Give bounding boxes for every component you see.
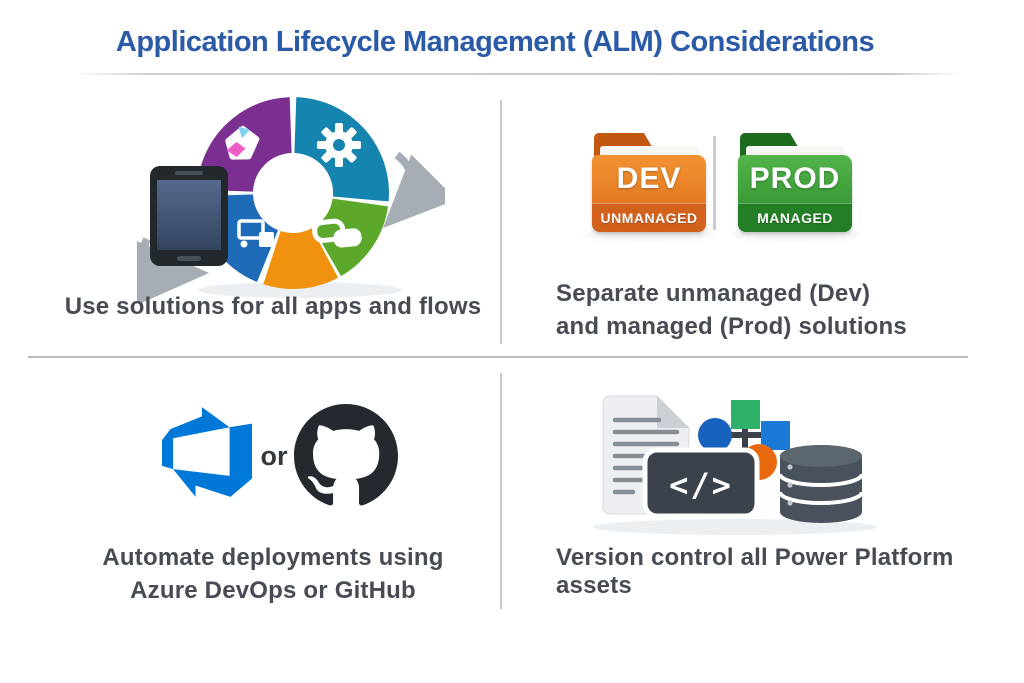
- devices-icon: [237, 219, 274, 248]
- version-control-caption: Version control all Power Platform asset…: [556, 544, 954, 599]
- environments-caption-line1: Separate unmanaged (Dev): [556, 280, 871, 307]
- smartphone-icon: [150, 166, 228, 266]
- environments-caption-line2: and managed (Prod) solutions: [556, 313, 907, 340]
- power-apps-icon: [225, 125, 260, 160]
- code-block-icon: </>: [642, 447, 760, 519]
- database-icon: [778, 445, 864, 523]
- gear-icon: [317, 123, 361, 167]
- prod-folder-front: PROD MANAGED: [738, 155, 852, 232]
- prod-folder-shadow: [732, 230, 860, 239]
- solutions-caption: Use solutions for all apps and flows: [64, 293, 482, 320]
- dev-folder-sublabel: UNMANAGED: [592, 203, 706, 232]
- dev-folder-label: DEV: [616, 162, 682, 195]
- version-control-assets-icon: </>: [593, 395, 877, 535]
- automation-caption: Automate deployments using Azure DevOps …: [33, 541, 513, 607]
- or-label: or: [260, 441, 288, 471]
- azure-devops-icon: [162, 407, 252, 497]
- link-icon: [312, 218, 362, 248]
- page-title: Application Lifecycle Management (ALM) C…: [115, 26, 875, 58]
- vertical-divider-top: [500, 100, 502, 344]
- curved-arrow-right-icon: [383, 151, 445, 228]
- ground-shadow: [198, 282, 402, 298]
- automation-caption-line1: Automate deployments using: [102, 544, 444, 571]
- dev-folder-shadow: [585, 230, 713, 239]
- prod-folder-sublabel: MANAGED: [738, 203, 852, 232]
- github-icon: [294, 404, 398, 506]
- code-glyph: </>: [669, 466, 733, 504]
- dev-folder-icon: DEV UNMANAGED: [592, 133, 706, 232]
- dev-folder-front: DEV UNMANAGED: [592, 155, 706, 232]
- title-underline: [75, 73, 961, 75]
- curved-arrow-left-icon: [136, 237, 209, 303]
- prod-folder-label: PROD: [749, 162, 841, 195]
- folder-divider: [713, 136, 716, 230]
- vertical-divider-bottom: [500, 373, 502, 609]
- automation-caption-line2: Azure DevOps or GitHub: [130, 577, 416, 604]
- environments-caption: Separate unmanaged (Dev) and managed (Pr…: [556, 277, 907, 343]
- ground-shadow: [593, 519, 877, 535]
- prod-folder-icon: PROD MANAGED: [738, 133, 852, 232]
- horizontal-divider: [28, 356, 968, 358]
- lifecycle-graphic-icon: [136, 97, 445, 303]
